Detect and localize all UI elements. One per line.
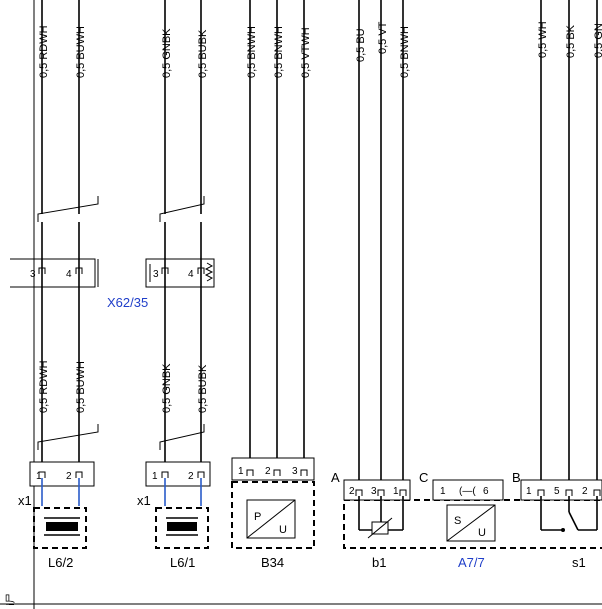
wire-label: 0,5 BUBK: [197, 29, 209, 78]
resistor-icon: [204, 262, 214, 282]
pin-socket: [246, 469, 254, 476]
wire-label: 0,5 GNBK: [161, 363, 173, 413]
twist-marker: [37, 196, 99, 222]
b34-label: B34: [261, 555, 284, 570]
wire-label: 0,5 BNWH: [273, 26, 285, 78]
pin-number: 3: [371, 486, 377, 497]
sym-u: U: [478, 527, 486, 539]
wire-label: 0,5 GNBK: [161, 28, 173, 78]
b34-housing: [231, 481, 315, 549]
switch-contact: [561, 528, 565, 532]
pin-number: 3: [292, 466, 298, 477]
bridge-icon: (—(: [459, 486, 476, 497]
pin-number: 2: [188, 471, 194, 482]
pin-number: 1: [238, 466, 244, 477]
pin-socket: [273, 469, 281, 476]
pin-number: 4: [188, 269, 194, 280]
switch-icon: [568, 511, 579, 531]
pin-socket: [565, 489, 573, 496]
x62-connector-right: [145, 258, 215, 288]
b1-connector: [343, 479, 411, 501]
section-letter-c: C: [419, 470, 428, 485]
wire-label: 0,5 BK: [565, 24, 577, 58]
thermistor-diagonal: [367, 517, 393, 539]
a77-label: A7/7: [458, 555, 485, 570]
wire-label: 0,5 RDWH: [38, 360, 50, 413]
x62-connector-left: [10, 258, 96, 288]
wire-label: 0,5 BUWH: [75, 361, 87, 413]
wire-label: 0,5 RDWH: [38, 25, 50, 78]
pin-socket: [38, 471, 46, 478]
a77-connector: [432, 479, 504, 501]
b1-label: b1: [372, 555, 386, 570]
sensor-icon: [46, 522, 78, 531]
pin-number: 1: [440, 486, 446, 497]
pin-number: 2: [582, 486, 588, 497]
sym-s: S: [454, 515, 461, 527]
s1-label: s1: [572, 555, 586, 570]
pin-number: 1: [526, 486, 532, 497]
wire-label: 0,5 VT: [377, 21, 389, 54]
pin-number: 4: [66, 269, 72, 280]
pin-socket: [300, 469, 308, 476]
l61-label: L6/1: [170, 555, 195, 570]
pin-number: 3: [30, 269, 36, 280]
pin-socket: [75, 471, 83, 478]
l61-connector: [145, 461, 211, 487]
pin-socket: [537, 489, 545, 496]
pin-socket: [593, 489, 601, 496]
pin-number: 2: [349, 486, 355, 497]
pin-number: 1: [393, 486, 399, 497]
b34-connector: [231, 457, 315, 481]
converter-diagonal: [446, 504, 496, 542]
section-letter-a: A: [331, 470, 340, 485]
l62-housing: [33, 507, 87, 549]
section-letter-b: B: [512, 470, 521, 485]
ground-label: x1: [18, 493, 32, 508]
pin-number: 5: [554, 486, 560, 497]
pin-socket: [399, 489, 407, 496]
wire-label: 0,5 WH: [537, 21, 549, 58]
sym-p: P: [254, 511, 261, 523]
wire-label: 0,5 BNWH: [399, 26, 411, 78]
ground-label: x1: [137, 493, 151, 508]
pin-socket: [197, 471, 205, 478]
wire-label: 0,5 BUBK: [197, 364, 209, 413]
l62-label: L6/2: [48, 555, 73, 570]
pin-number: 1: [152, 471, 158, 482]
footer-text: ⅰ⼫: [5, 593, 17, 606]
pin-socket: [377, 489, 385, 496]
sensor-icon: [167, 522, 197, 531]
sym-u: U: [279, 524, 287, 536]
pin-socket: [355, 489, 363, 496]
l62-connector: [29, 461, 95, 487]
l61-housing: [155, 507, 209, 549]
twist-marker: [159, 196, 205, 222]
x62-label: X62/35: [107, 295, 148, 310]
wire-label: 0,5 BUWH: [75, 26, 87, 78]
wire-label: 0,5 BU: [355, 28, 367, 62]
sensor-diagonal: [246, 499, 296, 539]
pin-number: 3: [153, 269, 159, 280]
wire-label: 0,5 BNWH: [246, 26, 258, 78]
twist-marker: [37, 424, 99, 450]
pin-number: 2: [265, 466, 271, 477]
twist-marker: [159, 424, 205, 450]
pin-number: 6: [483, 486, 489, 497]
s1-connector: [520, 479, 602, 501]
wire-label: 0,5 GN: [593, 23, 602, 58]
pin-number: 2: [66, 471, 72, 482]
pin-socket: [161, 471, 169, 478]
wire-label: 0,5 VTWH: [300, 27, 312, 78]
